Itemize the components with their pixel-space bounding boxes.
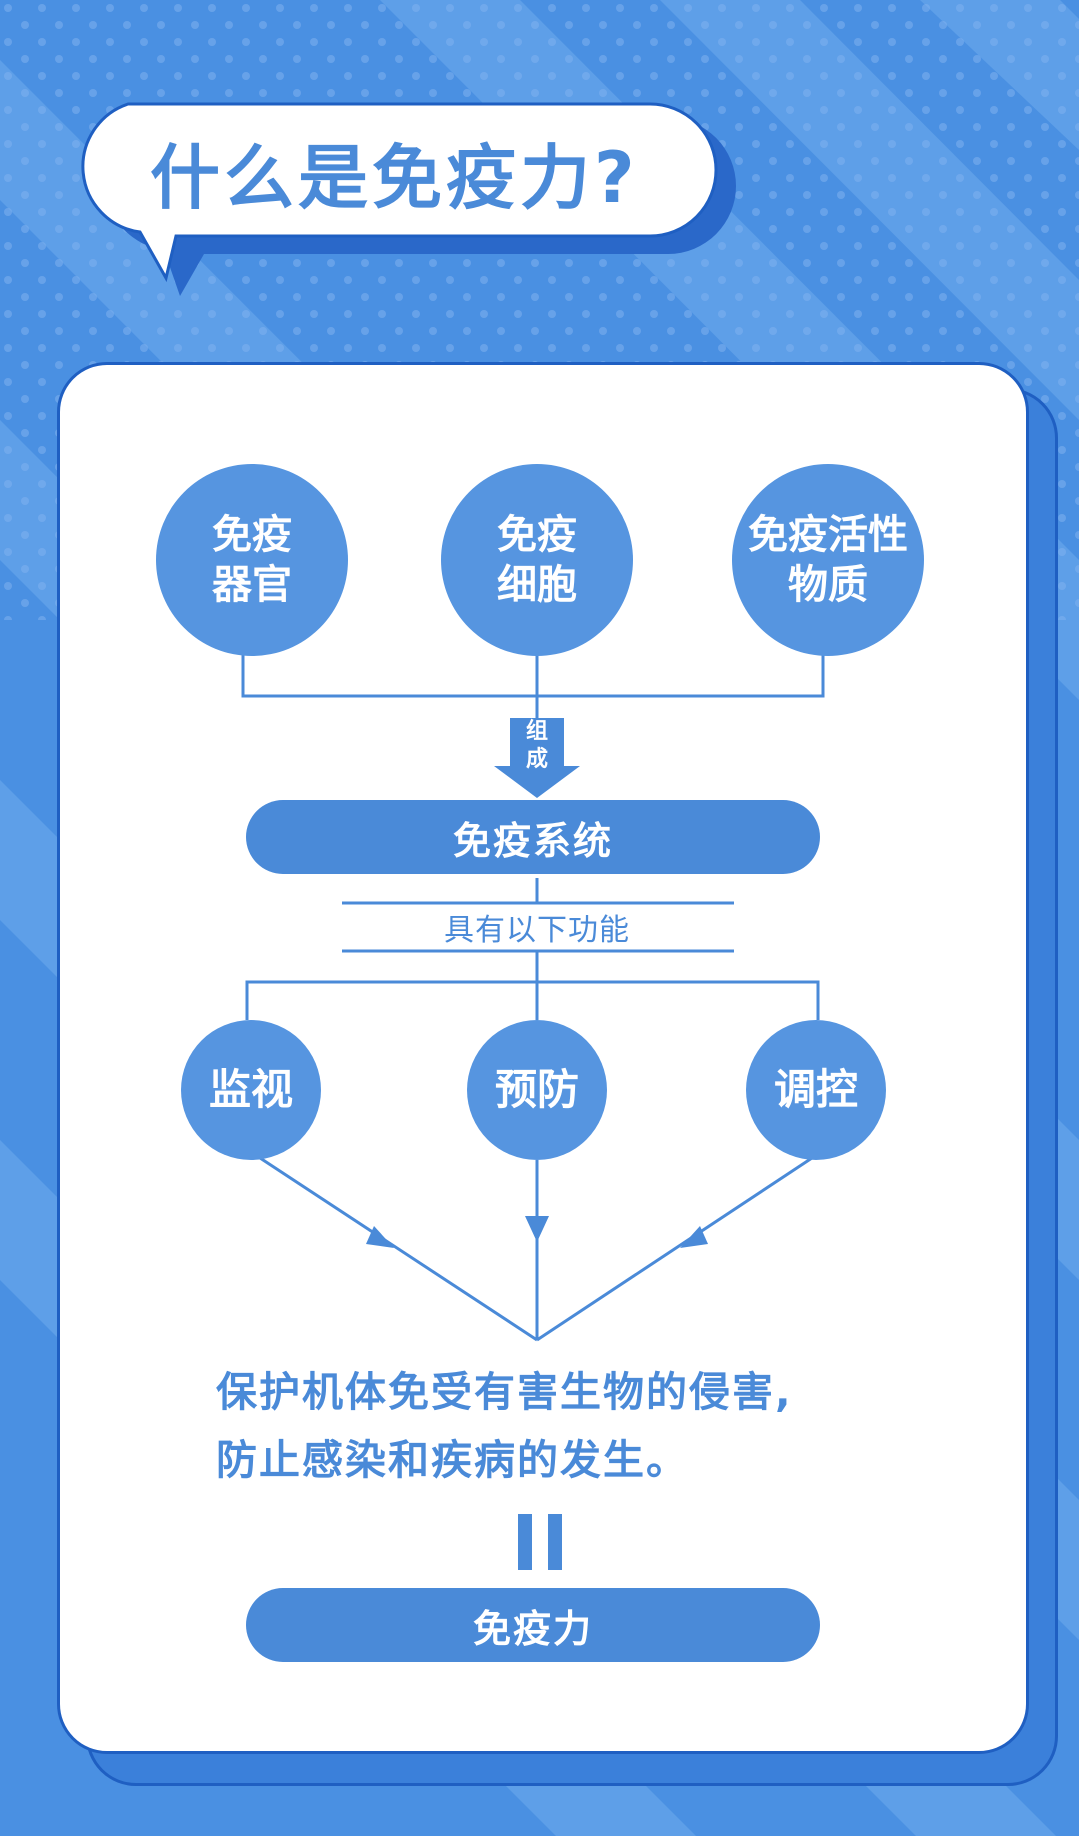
arrow-left xyxy=(366,1226,394,1248)
compose-label: 组 成 xyxy=(512,718,562,778)
component-label: 细胞 xyxy=(497,562,577,608)
compose-arrow xyxy=(494,718,580,798)
function-text: 监视 xyxy=(208,1064,293,1114)
equals-icon xyxy=(518,1514,562,1570)
component-label: 免疫 xyxy=(212,512,292,558)
component-active-substance: 免疫活性 物质 xyxy=(732,464,924,656)
function-label: 具有以下功能 xyxy=(444,913,630,948)
component-immune-organ: 免疫 器官 xyxy=(156,464,348,656)
compose-char: 组 xyxy=(525,719,548,744)
function-text: 调控 xyxy=(773,1064,858,1114)
arrow-right xyxy=(680,1226,708,1248)
compose-char: 成 xyxy=(525,746,548,772)
function-monitor: 监视 xyxy=(181,1020,321,1160)
component-label: 免疫 xyxy=(497,512,577,558)
function-prevent: 预防 xyxy=(467,1020,607,1160)
result-line: 保护机体免受有害生物的侵害, xyxy=(216,1368,793,1416)
component-label: 免疫活性 xyxy=(748,512,908,558)
immunity-pill: 免疫力 xyxy=(246,1588,820,1662)
component-label: 物质 xyxy=(788,562,868,608)
component-immune-cell: 免疫 细胞 xyxy=(441,464,633,656)
result-line: 防止感染和疾病的发生。 xyxy=(216,1436,689,1484)
page-title: 什么是免疫力? xyxy=(150,136,639,219)
title-bubble: 什么是免疫力? xyxy=(0,0,1079,300)
arrow-center xyxy=(525,1216,549,1242)
function-text: 预防 xyxy=(494,1064,579,1114)
function-regulate: 调控 xyxy=(746,1020,886,1160)
result-description: 保护机体免受有害生物的侵害, 防止感染和疾病的发生。 xyxy=(216,1358,936,1498)
component-label: 器官 xyxy=(212,562,292,608)
immune-system-pill: 免疫系统 xyxy=(246,800,820,874)
